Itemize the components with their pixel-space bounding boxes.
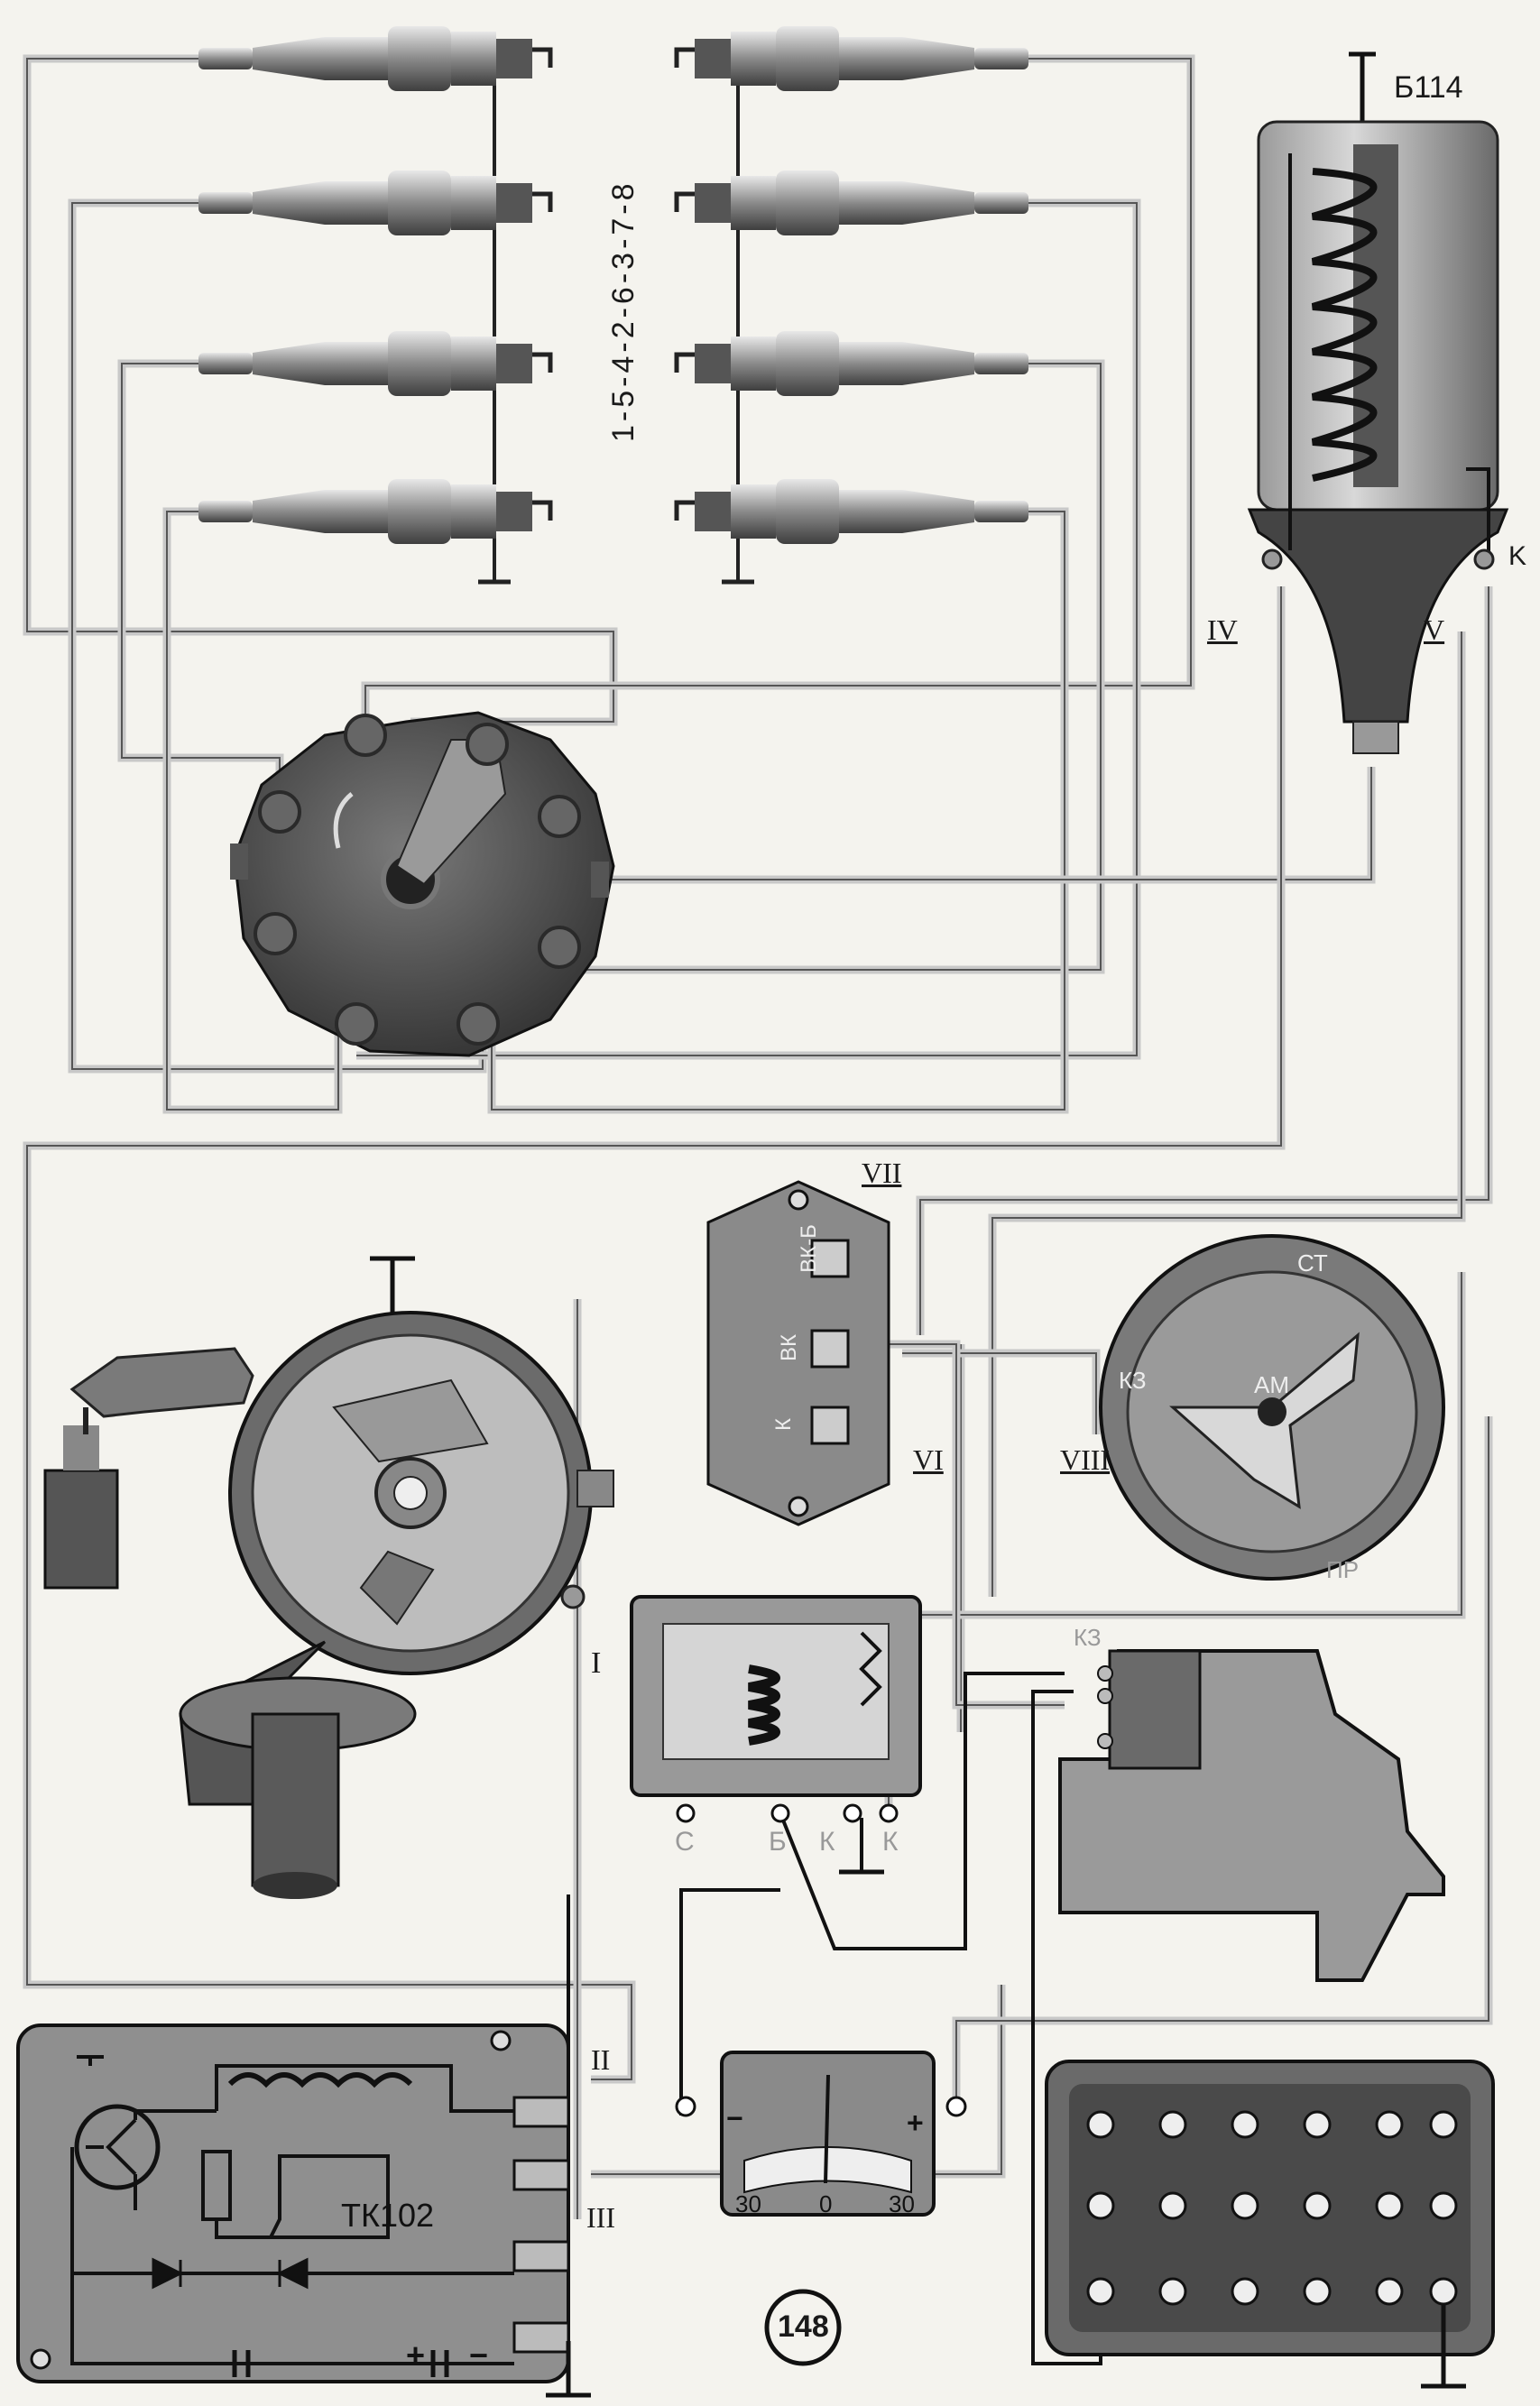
- switch-label-k: К: [770, 1418, 796, 1431]
- coil-terminal-iv: IV: [1207, 613, 1238, 646]
- spark-plug-r4: [674, 479, 1028, 544]
- commutator-plus: +: [406, 2337, 426, 2374]
- spark-plug-r2: [674, 171, 1028, 235]
- spark-plug-r1: [674, 26, 1028, 91]
- page-number-circle: [764, 2289, 842, 2366]
- lock-label-am: АМ: [1254, 1371, 1289, 1398]
- voltage-regulator: [630, 1595, 922, 1875]
- spark-plug-l3: [198, 331, 553, 396]
- spark-plug-l4: [198, 479, 553, 544]
- switch-terminal-vi: VI: [913, 1443, 944, 1476]
- hv-wires: [23, 54, 1493, 2219]
- commutator-terminal-ii: II: [591, 2043, 611, 2076]
- distributor-cap: [230, 711, 615, 1057]
- commutator-label: ТК102: [341, 2197, 435, 2234]
- page-number: 148: [778, 2309, 829, 2344]
- spark-plugs-right: [674, 26, 1028, 585]
- starter-label-kz: КЗ: [1074, 1624, 1102, 1651]
- ammeter: [675, 2051, 967, 2217]
- spark-plug-l2: [198, 171, 553, 235]
- regulator-label-c: С: [675, 1827, 695, 1857]
- lock-label-pr: ПР: [1326, 1556, 1360, 1583]
- regulator-label-b: Б: [769, 1827, 787, 1857]
- switch-terminal-vii: VII: [862, 1157, 902, 1189]
- lock-label-st: СТ: [1297, 1249, 1328, 1277]
- commutator-terminal-iii: III: [586, 2201, 615, 2234]
- lock-label-kz: КЗ: [1119, 1367, 1147, 1394]
- ammeter-scale-right: 30: [889, 2190, 915, 2217]
- switch-label-vk: ВК: [777, 1334, 801, 1361]
- switch-terminal-viii: VIII: [1060, 1443, 1111, 1476]
- breaker-terminal-i: I: [591, 1646, 602, 1680]
- ammeter-plus: +: [907, 2106, 924, 2139]
- spark-plugs-left: [198, 26, 553, 585]
- ammeter-scale-left: 30: [735, 2190, 761, 2217]
- regulator-label-k1: К: [819, 1827, 835, 1857]
- spark-plug-r3: [674, 331, 1028, 396]
- breaker-distributor: [43, 1256, 614, 1899]
- switch-label-vkb: ВК-Б: [796, 1224, 821, 1273]
- fuse-block: [1045, 2060, 1495, 2389]
- ignition-switch: [706, 1180, 890, 1526]
- starter: [1058, 1649, 1445, 1982]
- coil-label: Б114: [1394, 70, 1463, 105]
- ammeter-minus: −: [726, 2102, 743, 2134]
- regulator-label-k2: К: [882, 1827, 899, 1857]
- commutator-minus: −: [469, 2337, 489, 2374]
- spark-plug-l1: [198, 26, 553, 91]
- firing-order: 1-5-4-2-6-3-7-8: [606, 180, 641, 442]
- coil-terminal-k: K: [1508, 541, 1527, 571]
- ignition-lock: [1099, 1234, 1445, 1581]
- ignition-coil: [1247, 51, 1509, 754]
- ammeter-scale-center: 0: [819, 2190, 833, 2217]
- coil-terminal-v: V: [1424, 613, 1445, 646]
- transistor-commutator: [16, 2023, 591, 2398]
